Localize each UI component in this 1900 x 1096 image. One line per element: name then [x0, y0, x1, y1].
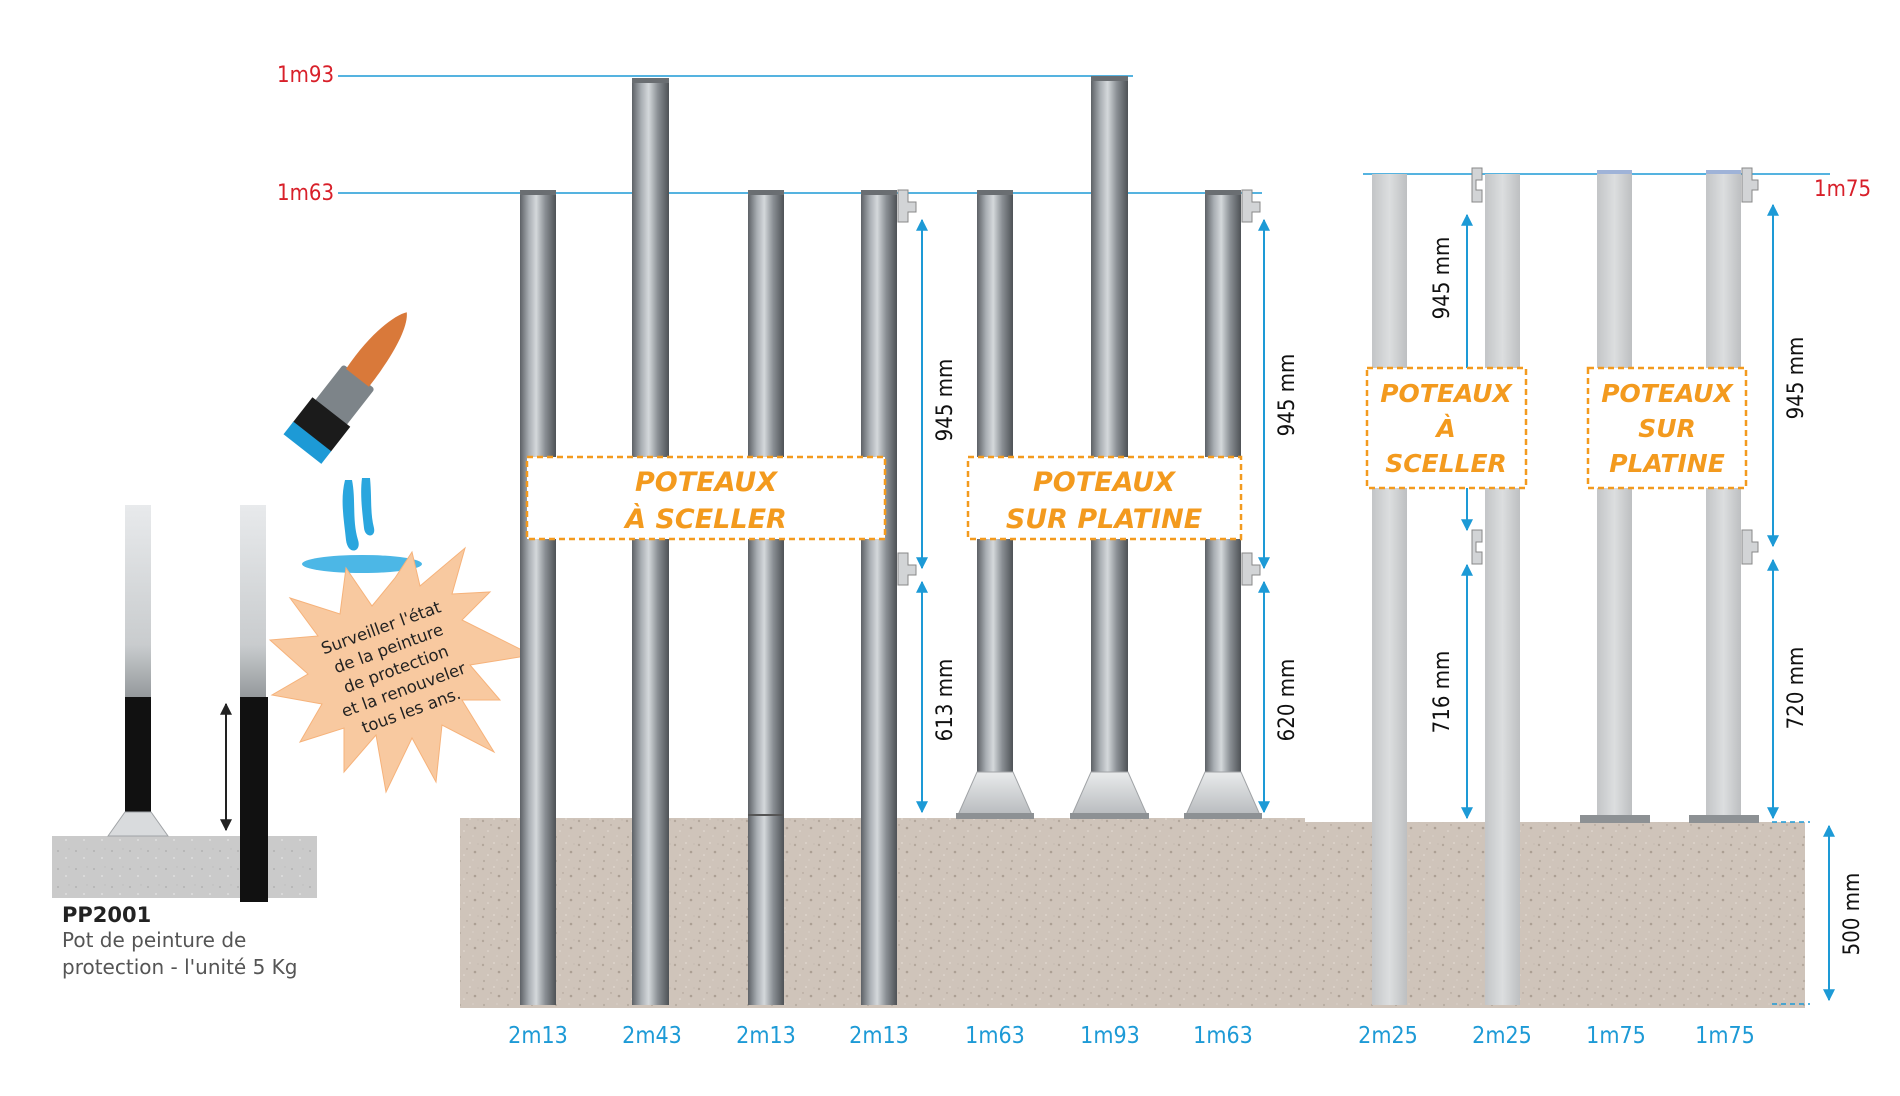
bracket-icon [1241, 552, 1261, 586]
paintbrush-icon [283, 312, 422, 573]
concrete-slab [52, 836, 317, 898]
square-post-3 [1580, 170, 1650, 823]
round-post-6 [1070, 76, 1149, 819]
square-post-1 [1372, 174, 1407, 1005]
svg-text:SUR: SUR [1638, 414, 1696, 443]
label-square-platine: POTEAUX SUR PLATINE [1586, 366, 1748, 490]
platine-base [107, 811, 169, 837]
svg-text:À: À [1434, 413, 1455, 443]
bracket-icon [1241, 189, 1261, 223]
svg-text:SUR PLATINE: SUR PLATINE [1006, 504, 1203, 535]
paint-illustration: Surveiller l'état de la peinture de prot… [52, 312, 534, 902]
product-description: Pot de peinture de protection - l'unité … [62, 928, 298, 979]
round-post-4 [861, 189, 917, 1005]
dimension-720: 720 mm [1784, 647, 1809, 730]
post-length-6: 1m93 [1080, 1023, 1140, 1049]
round-post-2 [632, 78, 669, 1005]
dimension-620: 620 mm [1275, 659, 1300, 742]
painted-section [125, 697, 151, 827]
dimension-945-c: 945 mm [1430, 237, 1455, 320]
dimension-945-b: 945 mm [1275, 354, 1300, 437]
dimension-613: 613 mm [933, 659, 958, 742]
dimension-arrows: 945 mm 613 mm 945 mm 620 mm 945 mm 716 m… [916, 203, 1865, 1005]
post-length-5: 1m63 [965, 1023, 1025, 1049]
svg-text:SCELLER: SCELLER [1385, 449, 1507, 478]
post-length-7: 1m63 [1193, 1023, 1253, 1049]
post-length-11: 1m75 [1695, 1023, 1755, 1049]
round-post-3 [748, 190, 784, 1005]
platine-base [957, 771, 1033, 816]
svg-text:À SCELLER: À SCELLER [623, 503, 787, 535]
post-length-4: 2m13 [849, 1023, 909, 1049]
square-post-2 [1471, 167, 1520, 1005]
product-code: PP2001 [62, 903, 152, 927]
bracket-icon [1741, 167, 1759, 203]
dimension-716: 716 mm [1430, 651, 1455, 734]
warning-burst [268, 546, 534, 794]
bracket-icon [1471, 167, 1483, 203]
square-posts [1372, 167, 1759, 1005]
platine-base [1185, 771, 1261, 816]
label-round-sceller: POTEAUX À SCELLER [525, 455, 887, 541]
side-post-platine [125, 505, 151, 705]
dimension-500: 500 mm [1840, 873, 1865, 956]
height-label-193: 1m93 [277, 63, 334, 88]
label-round-platine: POTEAUX SUR PLATINE [966, 455, 1243, 541]
post-length-9: 2m25 [1472, 1023, 1532, 1049]
svg-text:PLATINE: PLATINE [1609, 449, 1725, 478]
bracket-icon [1741, 529, 1759, 565]
square-post-4 [1689, 167, 1759, 823]
dimension-945-d: 945 mm [1784, 337, 1809, 420]
post-length-2: 2m43 [622, 1023, 682, 1049]
product-info: PP2001 Pot de peinture de protection - l… [62, 903, 382, 981]
category-labels: POTEAUX À SCELLER POTEAUX SUR PLATINE PO… [525, 366, 1748, 541]
round-post-1 [520, 190, 556, 1005]
svg-text:POTEAUX: POTEAUX [1033, 467, 1176, 498]
svg-text:POTEAUX: POTEAUX [1380, 379, 1513, 408]
bracket-icon [1471, 529, 1483, 565]
svg-text:POTEAUX: POTEAUX [1601, 379, 1734, 408]
platine-base [1071, 771, 1148, 816]
svg-text:POTEAUX: POTEAUX [635, 467, 778, 498]
height-label-163: 1m63 [277, 181, 334, 206]
bracket-icon [897, 552, 917, 586]
painted-section [240, 697, 268, 902]
height-label-175: 1m75 [1814, 177, 1871, 202]
post-length-8: 2m25 [1358, 1023, 1418, 1049]
label-square-sceller: POTEAUX À SCELLER [1365, 366, 1528, 490]
post-length-10: 1m75 [1586, 1023, 1646, 1049]
side-post-sceller [240, 505, 266, 705]
post-length-3: 2m13 [736, 1023, 796, 1049]
bracket-icon [897, 189, 917, 223]
post-length-1: 2m13 [508, 1023, 568, 1049]
post-length-labels: 2m13 2m43 2m13 2m13 1m63 1m93 1m63 2m25 … [508, 1023, 1755, 1049]
dimension-945-a: 945 mm [933, 359, 958, 442]
